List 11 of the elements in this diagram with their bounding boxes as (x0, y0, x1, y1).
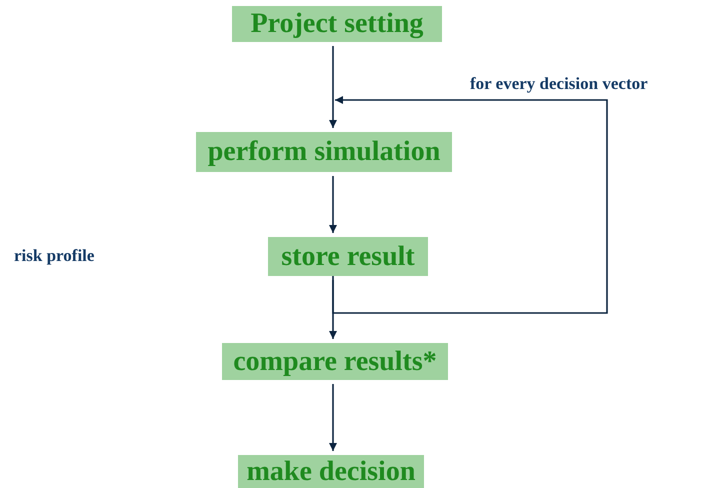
process-box: make decision (238, 455, 424, 488)
note-label: risk profile (14, 246, 94, 266)
process-box: perform simulation (196, 132, 452, 172)
process-box: compare results* (222, 343, 448, 380)
process-box: Project setting (232, 6, 442, 42)
arrow (329, 46, 337, 128)
edge-label: for every decision vector (470, 74, 648, 94)
arrow (329, 176, 337, 233)
process-box: store result (268, 237, 428, 276)
arrow (332, 96, 608, 314)
arrow (329, 384, 337, 451)
